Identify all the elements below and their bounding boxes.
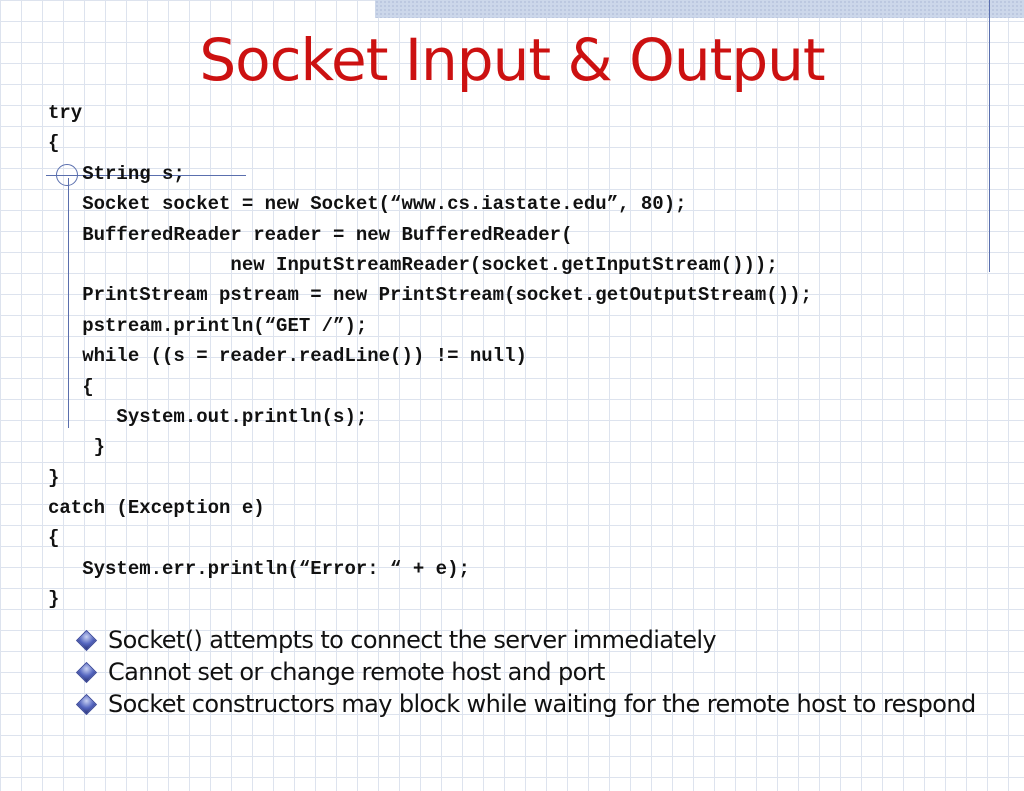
code-line: PrintStream pstream = new PrintStream(so… [48, 284, 812, 307]
code-line: } [48, 588, 60, 611]
slide-title: Socket Input & Output [199, 26, 825, 94]
code-line: try [48, 102, 83, 124]
bullet-text: Socket constructors may block while wait… [108, 690, 976, 718]
decorative-horizontal-line [46, 175, 246, 176]
bullet-item: Socket constructors may block while wait… [77, 690, 980, 718]
bullet-item: Cannot set or change remote host and por… [77, 658, 980, 686]
decorative-circle [56, 164, 78, 186]
code-line: new InputStreamReader(socket.getInputStr… [48, 253, 778, 276]
code-line: Socket socket = new Socket(“www.cs.iasta… [48, 193, 687, 216]
code-line: BufferedReader reader = new BufferedRead… [48, 223, 573, 246]
decorative-vertical-line-left [68, 178, 69, 428]
code-line: } [48, 436, 106, 459]
code-line: { [48, 375, 94, 398]
code-line: while ((s = reader.readLine()) != null) [48, 345, 527, 368]
header-decoration-band [375, 0, 1024, 18]
code-line: System.err.println(“Error: “ + e); [48, 557, 470, 580]
code-line: String s; [48, 162, 185, 185]
bullet-text: Cannot set or change remote host and por… [108, 658, 605, 686]
code-line: { [48, 527, 60, 550]
diamond-bullet-icon [77, 631, 96, 650]
diamond-bullet-icon [77, 695, 96, 714]
diamond-bullet-icon [77, 663, 96, 682]
code-line: { [48, 132, 60, 155]
code-line: System.out.println(s); [48, 405, 368, 428]
code-line: } [48, 466, 60, 489]
bullet-list: Socket() attempts to connect the server … [77, 626, 980, 724]
code-block: try { String s; Socket socket = new Sock… [48, 98, 812, 615]
code-line: pstream.println(“GET /”); [48, 314, 368, 337]
decorative-vertical-line-right [989, 0, 990, 272]
bullet-text: Socket() attempts to connect the server … [108, 626, 717, 654]
bullet-item: Socket() attempts to connect the server … [77, 626, 980, 654]
code-line: catch (Exception e) [48, 497, 265, 520]
